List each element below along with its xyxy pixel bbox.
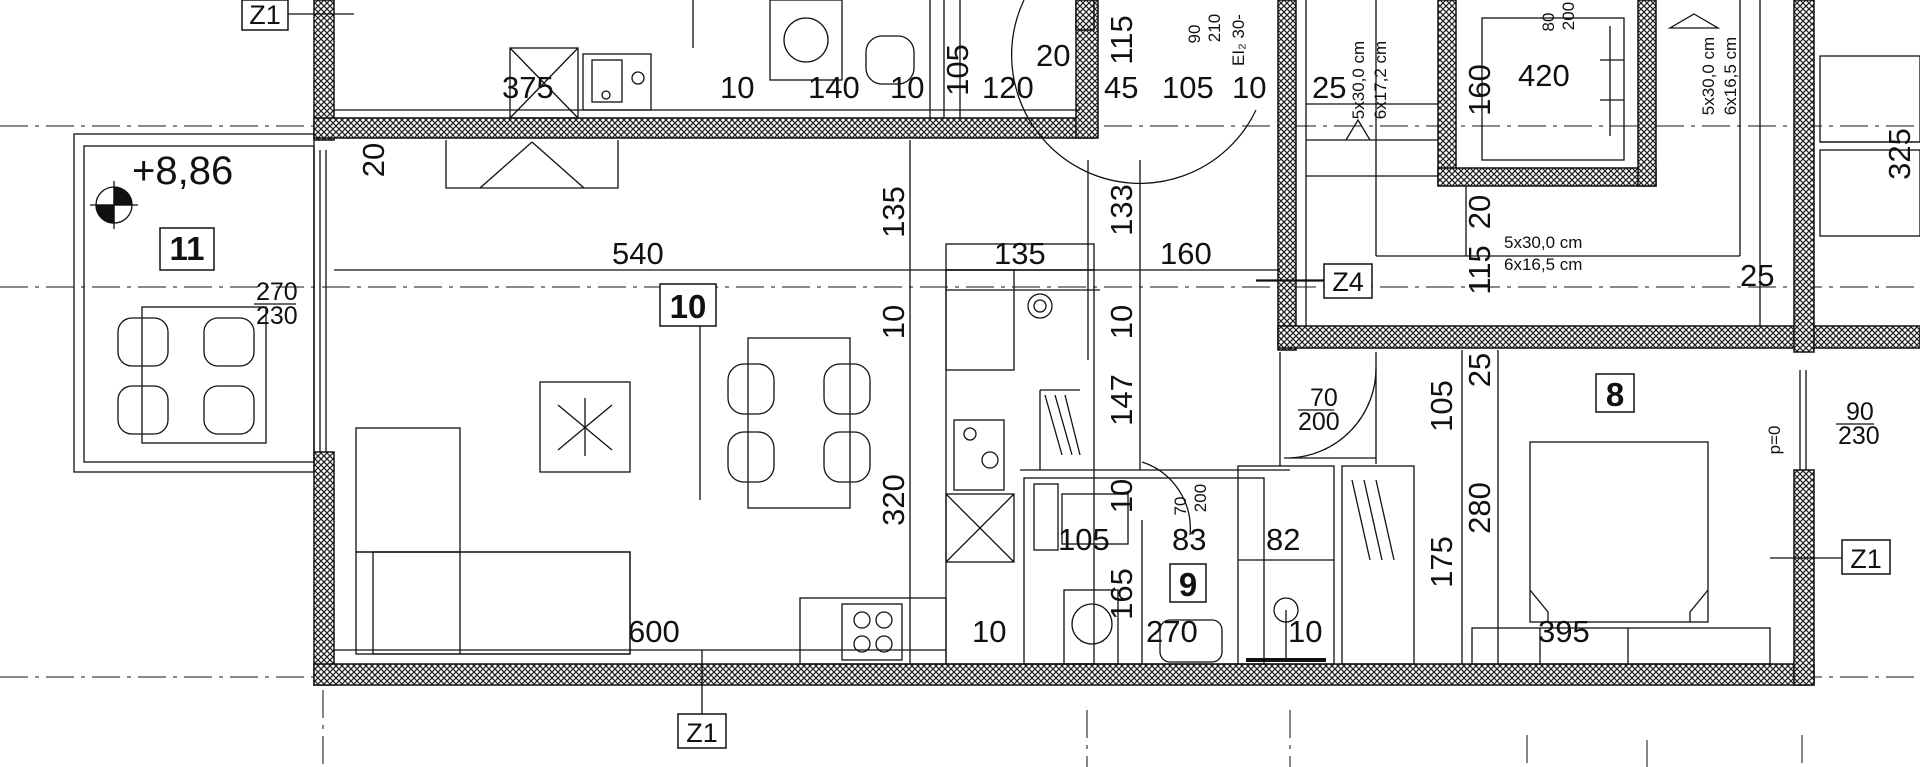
dim-label: 140	[808, 70, 860, 105]
opening-num: 90	[1846, 398, 1874, 426]
stair-note: 6x16,5 cm	[1504, 255, 1582, 274]
dim-label: 420	[1518, 58, 1570, 93]
stair-note: 6x17,2 cm	[1371, 41, 1390, 119]
dim-label: 10	[972, 614, 1006, 649]
dim-label: 135	[994, 236, 1046, 271]
dim-label: 375	[502, 70, 554, 105]
plan-lines	[73, 0, 1920, 665]
dim-label: 115	[1462, 245, 1497, 294]
dim-label: 135	[876, 186, 911, 238]
dim-label: 10	[1104, 305, 1139, 339]
dim-label: 105	[1162, 70, 1214, 105]
opening-70: 70	[1171, 497, 1190, 516]
walls	[313, 0, 1920, 686]
dim-label: 325	[1882, 128, 1917, 180]
room-label-11: 11	[170, 230, 205, 267]
elevation-label: +8,86	[132, 149, 233, 193]
dim-label: 105	[1058, 522, 1110, 557]
dim-label: 540	[612, 236, 664, 271]
tag-z1-bottom: Z1	[686, 718, 718, 748]
room-label-8: 8	[1606, 376, 1624, 413]
opening-270-230: 270 230	[254, 278, 298, 330]
stair-note: 5x30,0 cm	[1699, 37, 1718, 115]
stair-note: 5x30,0 cm	[1504, 233, 1582, 252]
dim-label: 280	[1462, 482, 1497, 534]
dim-label: 82	[1266, 522, 1300, 557]
dim-label: 165	[1104, 568, 1139, 620]
room-label-10: 10	[670, 288, 707, 325]
stair-note: 6x16,5 cm	[1721, 37, 1740, 115]
dim-label: 133	[1104, 184, 1139, 236]
dim-label: 175	[1424, 536, 1459, 588]
door-note: EI₂ 30-	[1229, 14, 1248, 66]
opening-200: 200	[1559, 2, 1578, 30]
dim-label: 83	[1172, 522, 1206, 557]
tag-boxes	[159, 0, 1891, 749]
opening-den: 200	[1298, 408, 1340, 436]
dim-label: 25	[1312, 70, 1346, 105]
dim-label: 120	[982, 70, 1034, 105]
opening-200: 200	[1191, 484, 1210, 512]
dim-label: 10	[1232, 70, 1266, 105]
door-note: 210	[1205, 14, 1224, 42]
opening-70-200: 70 200	[1298, 384, 1340, 436]
opening-80: 80	[1539, 13, 1558, 32]
room-label-9: 9	[1179, 566, 1197, 603]
dim-label: 20	[1462, 195, 1497, 229]
dim-label: 320	[876, 474, 911, 526]
opening-num: 270	[256, 278, 298, 306]
dim-label: 395	[1538, 614, 1590, 649]
dim-label: 115	[1104, 15, 1139, 64]
opening-num: 70	[1310, 384, 1338, 412]
dim-label: 20	[356, 143, 391, 177]
dim-label: 10	[890, 70, 924, 105]
dim-label: 10	[876, 305, 911, 339]
dim-label: 25	[1462, 353, 1497, 387]
dim-label: 160	[1462, 64, 1497, 116]
dim-label: 10	[1104, 479, 1139, 513]
dim-label: 270	[1146, 614, 1198, 649]
door-note: 90	[1185, 25, 1204, 44]
dim-label: 25	[1740, 258, 1774, 293]
dim-label: 105	[940, 44, 975, 96]
dim-label: 600	[628, 614, 680, 649]
dim-label: 10	[720, 70, 754, 105]
dim-label: 10	[1288, 614, 1322, 649]
dim-label: 20	[1036, 38, 1070, 73]
tag-z1-top: Z1	[249, 0, 281, 30]
opening-90-230: 90 230	[1836, 398, 1880, 450]
opening-den: 230	[1838, 422, 1880, 450]
tag-z4: Z4	[1332, 267, 1364, 297]
dim-label: 45	[1104, 70, 1138, 105]
dim-label: 147	[1104, 374, 1139, 426]
dim-label: 105	[1424, 380, 1459, 432]
stair-note: 5x30,0 cm	[1349, 41, 1368, 119]
opening-den: 230	[256, 302, 298, 330]
vertical-dims: 105 115 20 135 133 10 10 147 320 10 165 …	[356, 15, 1917, 620]
dim-label: 160	[1160, 236, 1212, 271]
tag-z1-right: Z1	[1850, 544, 1882, 574]
window-note: p=0	[1765, 426, 1784, 455]
